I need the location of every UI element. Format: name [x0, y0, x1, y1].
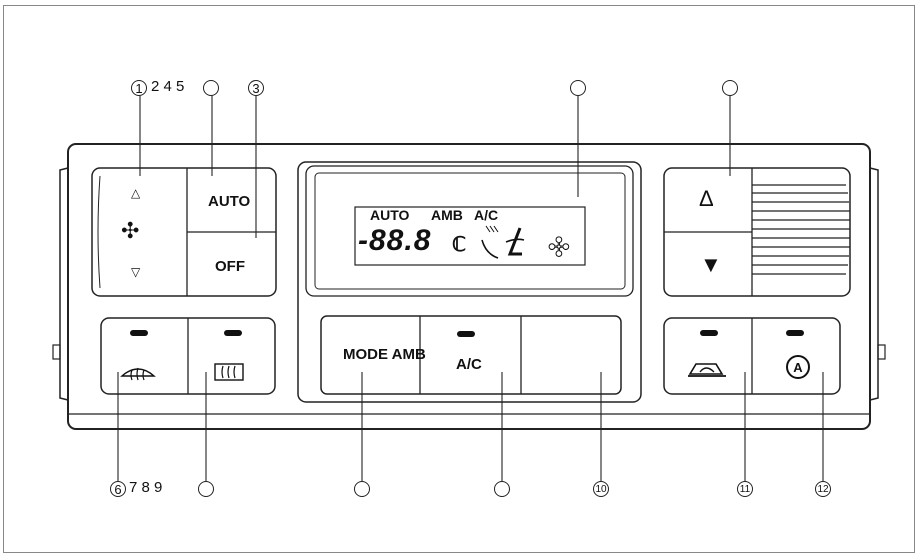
fresh-air-label: A	[793, 359, 803, 375]
fresh-air-auto-button[interactable]: A	[786, 355, 810, 379]
ac-button[interactable]: A/C	[456, 356, 482, 373]
lcd-temperature: -88.8	[358, 224, 432, 257]
callout-1-label: 1	[135, 80, 143, 96]
svg-text:✣: ✣	[548, 233, 570, 263]
rear-defrost-icon[interactable]	[212, 358, 246, 384]
callout-6-label: 6	[114, 481, 122, 497]
triangle-up-icon[interactable]: △	[131, 186, 141, 200]
callout-temp-circle	[722, 80, 738, 96]
callout-mode-circle	[354, 481, 370, 497]
temp-up-button[interactable]: Δ	[699, 186, 714, 211]
lcd-ac: A/C	[474, 207, 499, 223]
temp-down-button[interactable]: ▼	[700, 252, 722, 277]
front-defrost-icon[interactable]	[118, 358, 158, 384]
callout-9-circle	[198, 481, 214, 497]
callout-seq-2-4-5: 2 4 5	[151, 78, 185, 95]
triangle-down-icon[interactable]: ▽	[131, 265, 141, 279]
callout-11-label: 11	[739, 483, 751, 495]
callout-12-label: 12	[817, 483, 829, 495]
callout-6: 6	[110, 481, 126, 497]
off-button[interactable]: OFF	[215, 258, 245, 275]
callout-1: 1	[131, 80, 147, 96]
callout-11: 11	[737, 481, 753, 497]
diagram-frame	[3, 5, 915, 553]
lcd-airflow-icon: ✣	[481, 225, 570, 264]
callout-5-circle	[203, 80, 219, 96]
fan-icon: ✣	[121, 218, 140, 243]
callout-10: 10	[593, 481, 609, 497]
lcd-unit: ℂ	[452, 234, 466, 256]
lcd-auto: AUTO	[370, 207, 410, 223]
blank-button[interactable]	[522, 316, 620, 394]
auto-button[interactable]: AUTO	[208, 193, 251, 210]
callout-10-label: 10	[595, 483, 607, 495]
callout-3: 3	[248, 80, 264, 96]
lcd-amb: AMB	[431, 207, 463, 223]
recirculation-icon[interactable]	[686, 354, 730, 382]
mode-amb-button[interactable]: MODE AMB	[343, 346, 426, 363]
callout-ac-circle	[494, 481, 510, 497]
callout-seq-7-8-9: 7 8 9	[129, 479, 163, 496]
callout-lcd-circle	[570, 80, 586, 96]
callout-12: 12	[815, 481, 831, 497]
callout-3-label: 3	[252, 80, 260, 96]
